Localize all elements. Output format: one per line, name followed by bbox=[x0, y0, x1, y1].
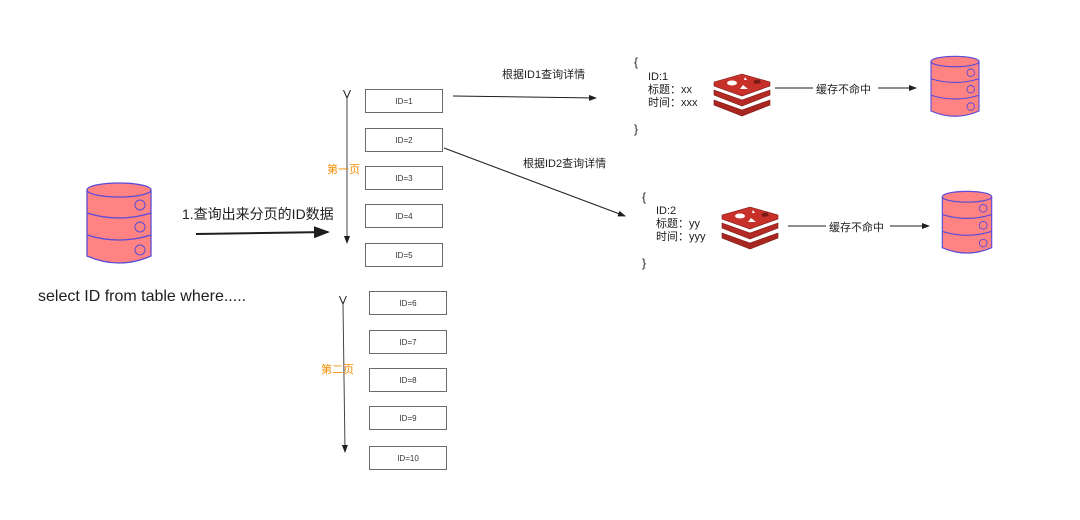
cache-node-1 bbox=[712, 72, 772, 123]
cache-miss-label-1: 缓存不命中 bbox=[816, 84, 871, 96]
database-icon bbox=[941, 190, 993, 254]
detail-line: 标题：xx bbox=[648, 84, 692, 96]
detail-line: 标题：yy bbox=[656, 218, 700, 230]
redis-icon bbox=[713, 73, 771, 117]
id-box: ID=10 bbox=[369, 446, 447, 470]
database-icon bbox=[86, 182, 152, 264]
lookup-label-id2: 根据ID2查询详情 bbox=[523, 158, 607, 170]
detail-database-2 bbox=[940, 189, 994, 262]
lookup-arrow-id1 bbox=[452, 94, 597, 101]
detail-open-brace-1: { bbox=[634, 55, 639, 69]
cache-miss-label-2: 缓存不命中 bbox=[829, 222, 884, 234]
detail-close-brace-2: } bbox=[642, 256, 647, 270]
id-box: ID=2 bbox=[365, 128, 443, 152]
detail-open-brace-2: { bbox=[642, 190, 647, 204]
detail-line: ID:1 bbox=[648, 71, 669, 83]
id-box: ID=1 bbox=[365, 89, 443, 113]
page-two-range-arrow bbox=[343, 303, 345, 452]
query-arrow bbox=[195, 226, 330, 239]
query-step-label: 1.查询出来分页的ID数据 bbox=[182, 206, 334, 222]
page-one-label: 第一页 bbox=[327, 164, 360, 176]
database-icon bbox=[930, 55, 980, 117]
id-box: ID=8 bbox=[369, 368, 447, 392]
detail-line: ID:2 bbox=[656, 205, 677, 217]
detail-database-1 bbox=[928, 54, 982, 125]
detail-line: 时间：xxx bbox=[648, 97, 698, 109]
cache-node-2 bbox=[720, 205, 780, 256]
id-box: ID=7 bbox=[369, 330, 447, 354]
lookup-arrow-id2 bbox=[443, 147, 626, 217]
page-two-label: 第二页 bbox=[321, 364, 354, 376]
lookup-label-id1: 根据ID1查询详情 bbox=[502, 69, 586, 81]
detail-line: 时间：yyy bbox=[656, 231, 706, 243]
id-box: ID=3 bbox=[365, 166, 443, 190]
id-box: ID=6 bbox=[369, 291, 447, 315]
source-database bbox=[84, 180, 154, 273]
id-box: ID=5 bbox=[365, 243, 443, 267]
redis-icon bbox=[721, 206, 779, 250]
source-query-caption: select ID from table where..... bbox=[38, 288, 247, 305]
id-box: ID=4 bbox=[365, 204, 443, 228]
detail-close-brace-1: } bbox=[634, 122, 639, 136]
id-box: ID=9 bbox=[369, 406, 447, 430]
